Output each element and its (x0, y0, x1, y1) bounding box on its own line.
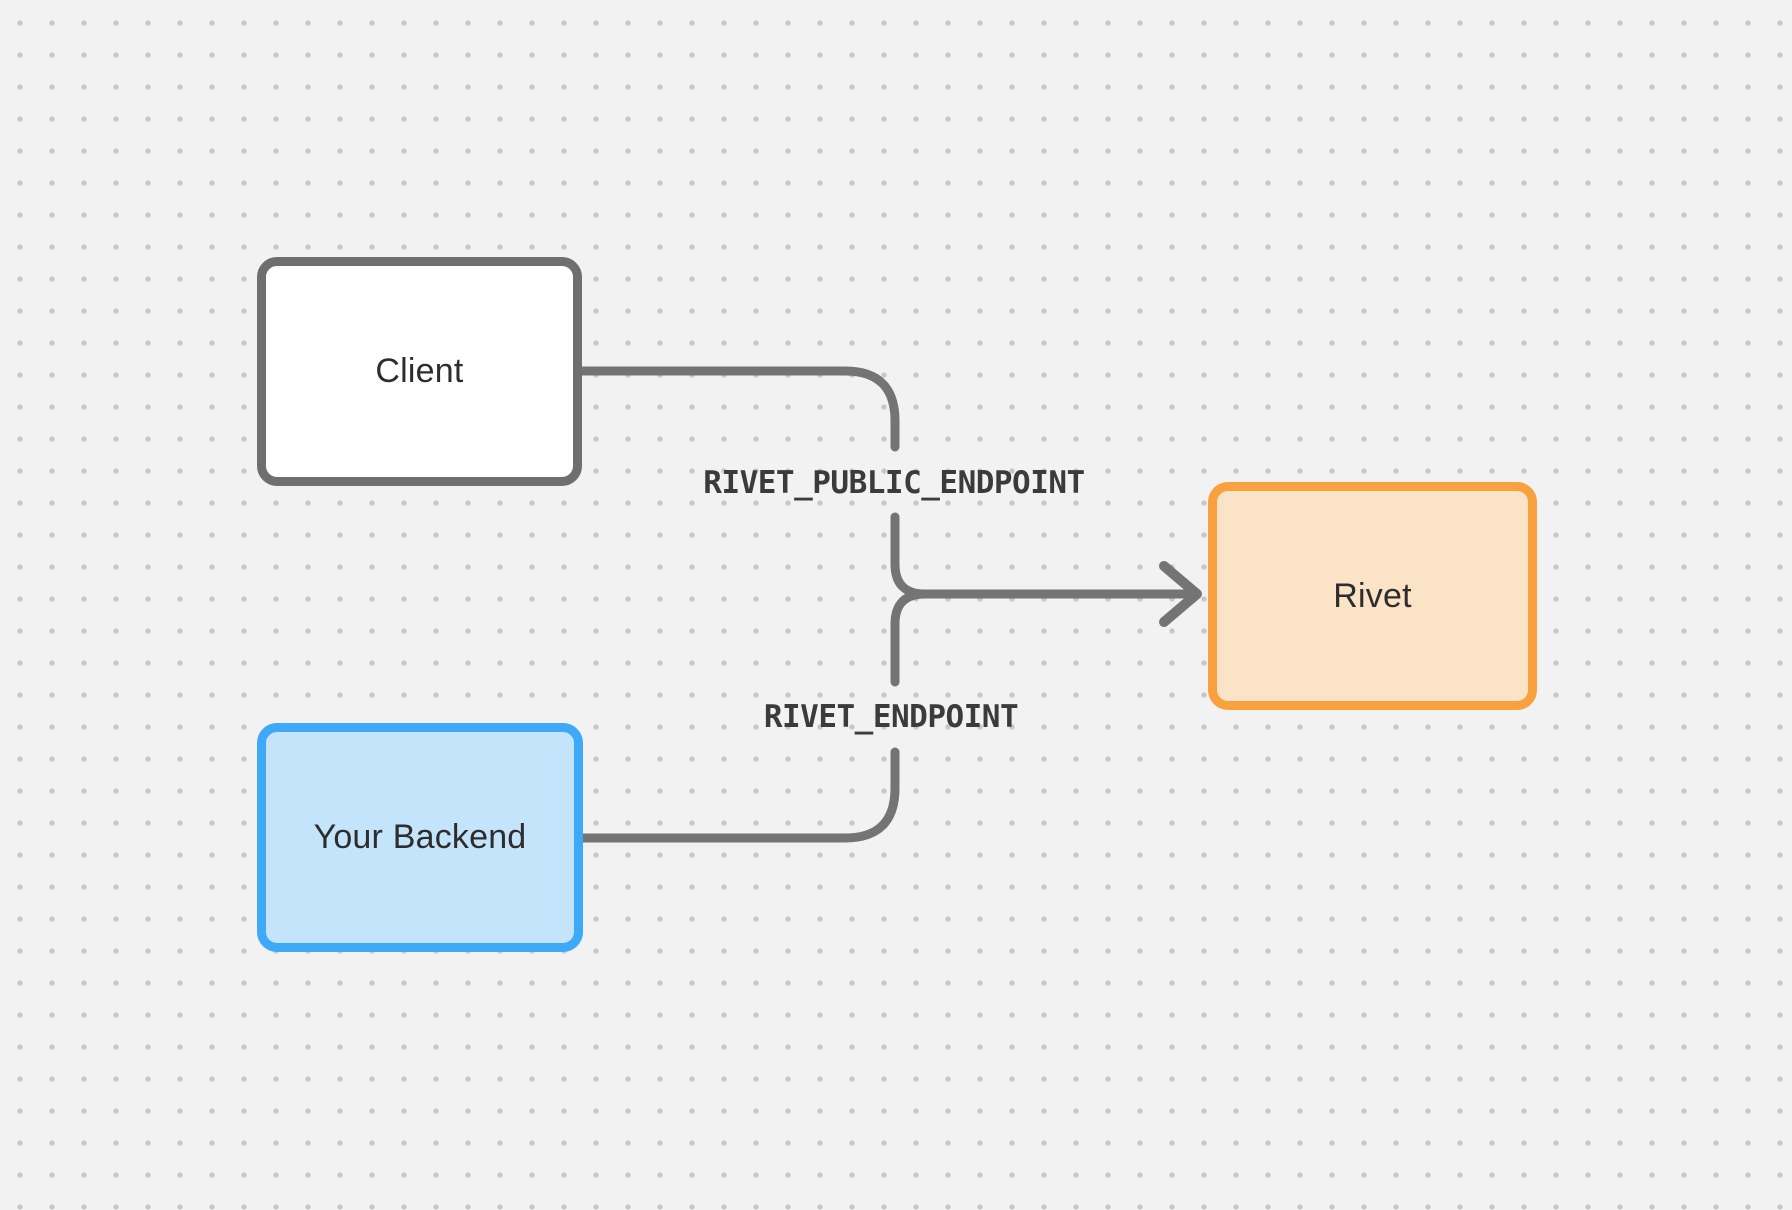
edge-label-rivet-public-endpoint: RIVET_PUBLIC_ENDPOINT (703, 465, 1085, 501)
backend-node: Your Backend (257, 723, 583, 952)
arrowhead-icon (1159, 561, 1202, 627)
client-node-label: Client (375, 352, 464, 390)
rivet-node: Rivet (1208, 482, 1537, 710)
client-node: Client (257, 257, 582, 486)
rivet-node-label: Rivet (1333, 576, 1412, 615)
backend-node-label: Your Backend (313, 818, 527, 856)
edge-label-rivet-endpoint: RIVET_ENDPOINT (763, 699, 1019, 735)
